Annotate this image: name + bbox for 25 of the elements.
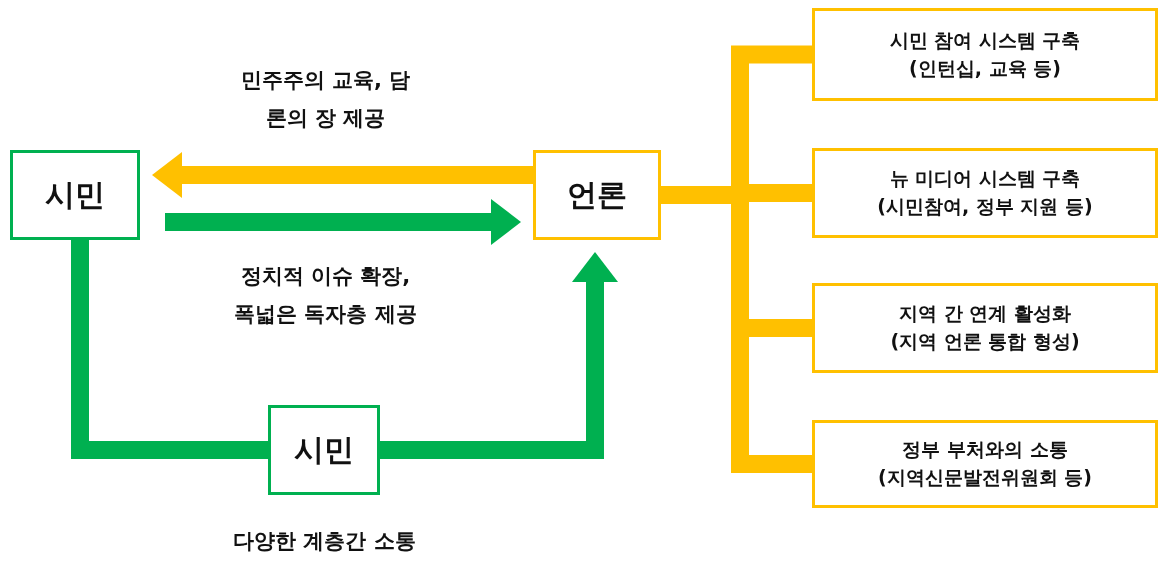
node-label: 뉴 미디어 시스템 구축 — [889, 166, 1081, 192]
node-label: (시민참여, 정부 지원 등) — [877, 194, 1093, 219]
node-label: 시민 — [45, 175, 105, 214]
edge-label: 민주주의 교육, 담론의 장 제공 — [239, 67, 412, 132]
thick-arrow — [165, 199, 521, 245]
process-box — [533, 150, 661, 240]
node-label: (지역신문발전위원회 등) — [878, 465, 1092, 490]
process-box — [812, 283, 1158, 373]
node-label: 정부 부처와의 소통 — [902, 437, 1068, 463]
node-label: (지역 언론 통합 형성) — [890, 329, 1080, 354]
node-caption: 다양한 계층간 소통 — [232, 528, 417, 555]
thick-arrow — [152, 152, 533, 198]
process-box — [812, 8, 1158, 101]
process-box — [812, 148, 1158, 238]
connector-line — [71, 240, 268, 459]
node-label: 시민 참여 시스템 구축 — [889, 27, 1081, 53]
process-box — [268, 405, 380, 495]
process-box — [10, 150, 140, 240]
process-box — [812, 420, 1158, 508]
node-label: 지역 간 연계 활성화 — [899, 301, 1071, 327]
node-label: 언론 — [567, 175, 627, 214]
node-label: (인턴십, 교육 등) — [909, 55, 1061, 81]
node-label: 시민 — [294, 430, 354, 469]
thick-arrow — [380, 252, 618, 459]
edge-label: 정치적 이슈 확장, 폭넓은 독자층 제공 — [233, 263, 418, 328]
